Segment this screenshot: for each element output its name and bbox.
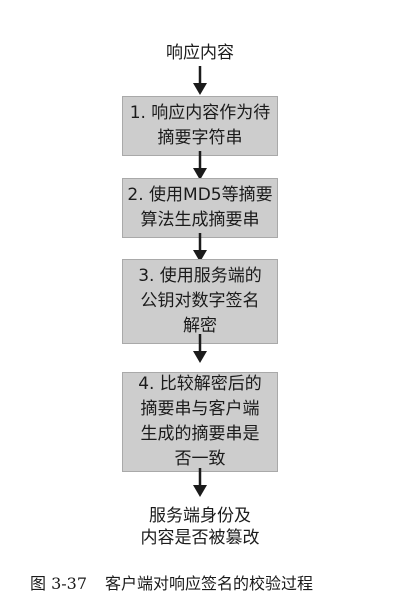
arrow-down-icon [190,151,210,181]
step-2-line-1: 2. 使用MD5等摘要 [127,185,273,205]
input-label: 响应内容 [166,43,234,63]
step-3-line-3: 解密 [183,316,217,336]
output-label: 服务端身份及 内容是否被篡改 [110,505,290,549]
step-4-box: 4. 比较解密后的 摘要串与客户端 生成的摘要串是 否一致 [122,372,278,472]
step-4-line-2: 摘要串与客户端 [140,399,260,419]
step-1-line-1: 1. 响应内容作为待 [129,103,271,123]
step-1-box: 1. 响应内容作为待 摘要字符串 [122,96,278,156]
step-3-line-1: 3. 使用服务端的 [138,266,262,286]
arrow-down-icon [190,334,210,364]
arrow-down-icon [190,468,210,498]
output-label-line-2: 内容是否被篡改 [140,528,260,548]
figure-number: 图 3-37 [30,574,88,593]
step-4-line-1: 4. 比较解密后的 [138,374,262,394]
output-label-line-1: 服务端身份及 [149,506,251,526]
step-4-line-3: 生成的摘要串是 [140,424,260,444]
step-4-line-4: 否一致 [174,449,226,469]
step-1-line-2: 摘要字符串 [157,128,243,148]
step-3-box: 3. 使用服务端的 公钥对数字签名 解密 [122,259,278,344]
arrow-down-icon [190,66,210,96]
arrow-down-icon [190,233,210,263]
step-3-line-2: 公钥对数字签名 [140,291,260,311]
figure-title: 客户端对响应签名的校验过程 [105,574,314,593]
step-2-box: 2. 使用MD5等摘要 算法生成摘要串 [122,178,278,238]
step-2-line-2: 算法生成摘要串 [140,210,260,230]
figure-caption: 图 3-37 客户端对响应签名的校验过程 [30,570,380,594]
